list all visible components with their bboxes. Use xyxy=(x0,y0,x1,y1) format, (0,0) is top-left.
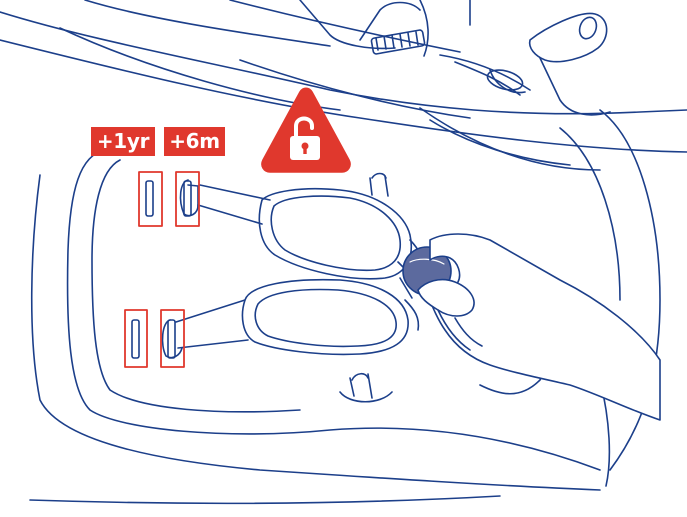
upper-harness-strap xyxy=(181,174,412,279)
age-tag-1yr: +1yr xyxy=(91,127,155,156)
seat-outline xyxy=(0,0,687,503)
age-tag-6m: +6m xyxy=(164,127,225,156)
unlock-warning-icon xyxy=(262,88,350,172)
top-mechanism xyxy=(300,0,610,115)
lower-harness-strap xyxy=(163,280,409,402)
slot-marker-upper-left xyxy=(139,172,162,226)
hand xyxy=(418,234,660,420)
